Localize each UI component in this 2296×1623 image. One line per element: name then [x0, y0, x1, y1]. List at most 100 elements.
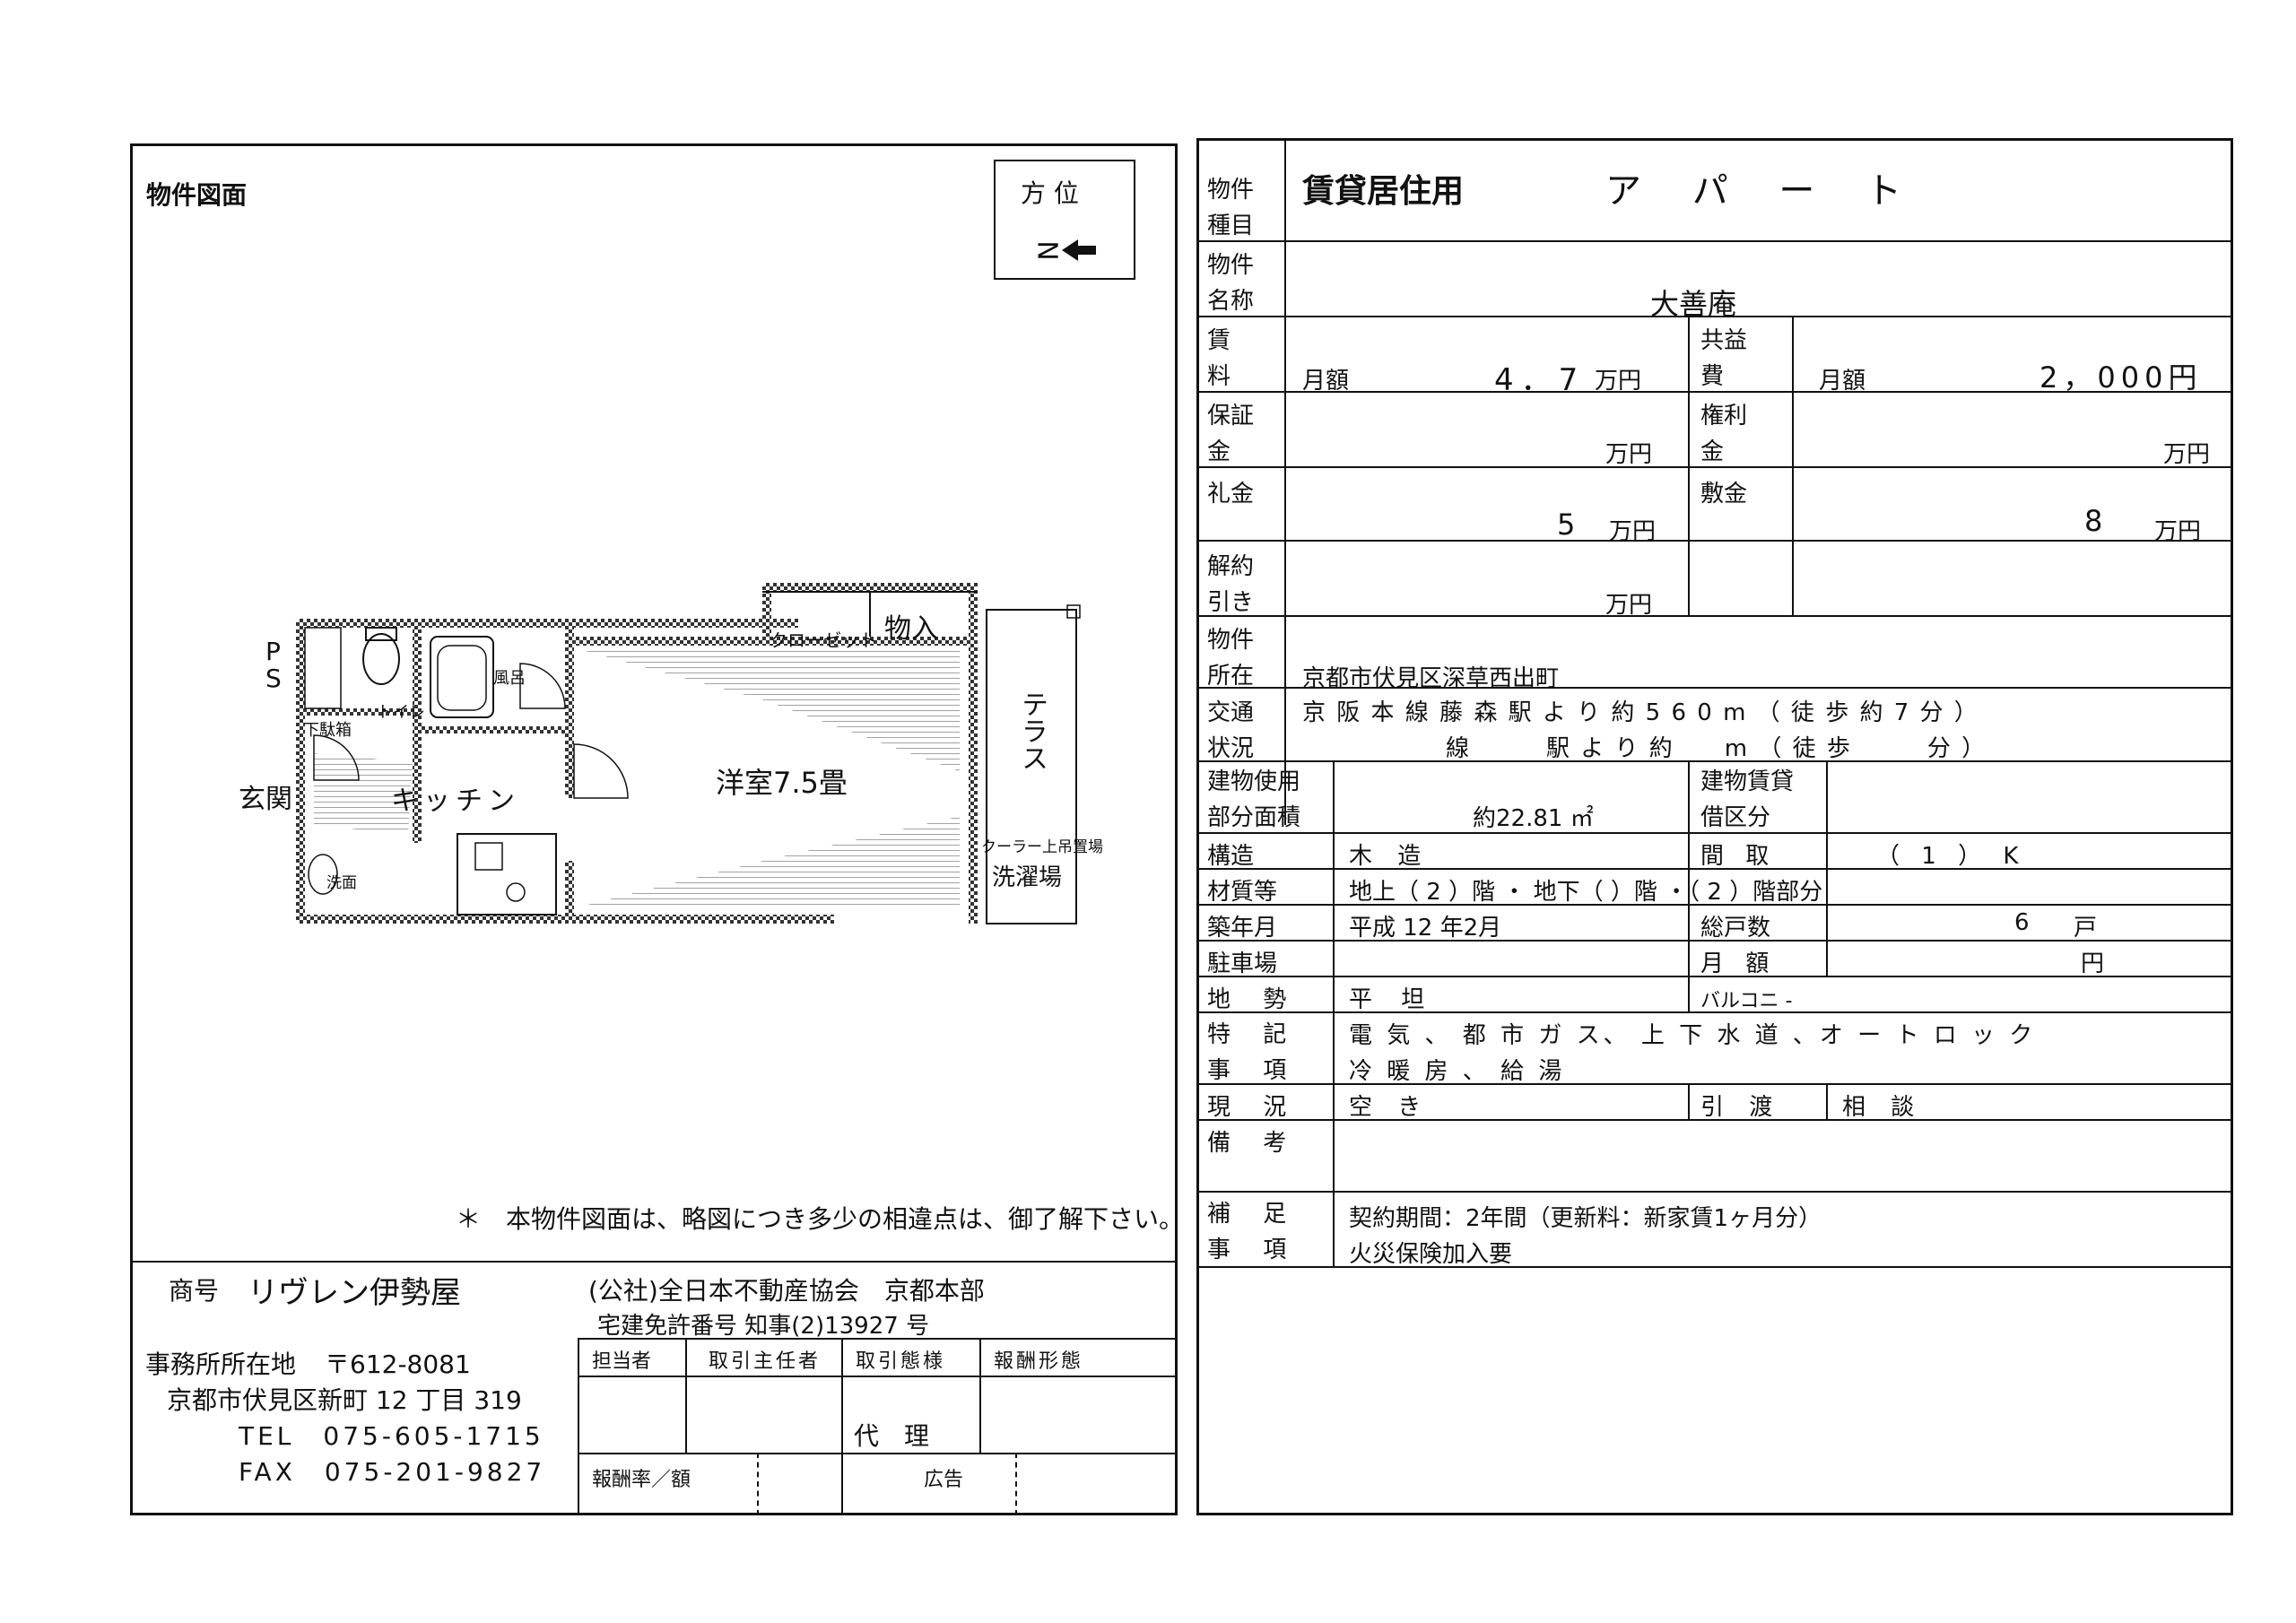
- col-fee: 報酬形態: [994, 1350, 1084, 1373]
- kaiyaku-label: 解約 引き: [1207, 553, 1255, 616]
- agent-table-line: [578, 1376, 1178, 1377]
- terrain-value: 平 坦: [1349, 986, 1436, 1013]
- office-label: 事務所所在地: [145, 1350, 297, 1379]
- status-value: 線 駅 よ り 約 m （ 徒 歩 分 ）: [1446, 735, 1987, 762]
- col-chief: 取引主任者: [709, 1350, 822, 1373]
- rent-prefix: 月額: [1302, 368, 1350, 395]
- status-label: 状況: [1207, 735, 1255, 762]
- built-value: 平成 12 年2月: [1349, 915, 1502, 942]
- agent-table-line: [1015, 1453, 1017, 1515]
- row-line: [1196, 976, 2233, 977]
- layout-label: 間 取: [1700, 843, 1777, 870]
- compass-box: [994, 160, 1135, 280]
- mode-value: 代 理: [854, 1421, 930, 1451]
- toilet-label: トイレ: [377, 703, 425, 722]
- layout-value: （ 1 ） K: [1876, 843, 2026, 870]
- col-line: [1688, 316, 1690, 617]
- structure-value: 木 造: [1349, 843, 1431, 870]
- row-line: [1196, 687, 2233, 689]
- tel: TEL 075-605-1715: [239, 1421, 544, 1451]
- col-line: [1688, 1083, 1690, 1119]
- row-line: [1196, 940, 2233, 942]
- compass-label: 方 位: [1021, 178, 1079, 208]
- key-money-unit: 万円: [2163, 441, 2211, 468]
- disclaimer: ＊ 本物件図面は、略図につき多少の相違点は、御了解下さい。: [456, 1204, 1185, 1234]
- row-line: [1196, 1011, 2233, 1013]
- floor-plan: [296, 583, 1081, 924]
- row-line: [1196, 760, 2233, 762]
- shoebox-label: 下駄箱: [303, 721, 352, 740]
- kitchen-label: キッチン: [391, 785, 520, 817]
- row-line: [1196, 868, 2233, 870]
- laundry-label: 洗濯場: [992, 864, 1063, 891]
- transport-value: 京 阪 本 線 藤 森 駅 よ り 約 5 6 0 m （ 徒 歩 約 7 分 …: [1302, 699, 1979, 726]
- agent-table-line: [685, 1338, 687, 1453]
- row-line: [1196, 1191, 2233, 1193]
- row-line: [1196, 832, 2233, 834]
- col-line: [1826, 1083, 1828, 1119]
- closet-label: クローゼット: [770, 629, 877, 651]
- agent-table-line: [979, 1338, 981, 1453]
- license: 宅建免許番号 知事(2)13927 号: [597, 1313, 930, 1340]
- monthly-unit: 円: [2081, 950, 2105, 977]
- shikikin-unit: 万円: [2154, 518, 2202, 545]
- built-label: 築年月: [1207, 915, 1278, 942]
- monthly-label: 月 額: [1700, 950, 1777, 977]
- reikin-unit: 万円: [1609, 518, 1657, 545]
- agent-table-line: [578, 1453, 1178, 1454]
- col-line: [1688, 760, 1690, 1011]
- units-label: 総戸数: [1700, 915, 1771, 942]
- type-value: 賃貸居住用: [1302, 173, 1465, 210]
- deposit-unit: 万円: [1605, 441, 1653, 468]
- kaiyaku-unit: 万円: [1605, 592, 1653, 619]
- supplementary-label: 補 足 事 項: [1207, 1201, 1300, 1263]
- material-label: 材質等: [1207, 879, 1278, 906]
- supplementary-value-1: 契約期間：2年間（更新料：新家賃1ヶ月分）: [1349, 1205, 1822, 1232]
- company-label: 商号: [169, 1276, 220, 1306]
- shikikin-label: 敷金: [1700, 481, 1748, 508]
- ac-label: クーラー上吊置場: [981, 838, 1103, 856]
- col-line: [1826, 760, 1828, 904]
- row-line: [1196, 1266, 2233, 1268]
- property-info-panel: [1196, 138, 2233, 1515]
- current-status-value: 空 き: [1349, 1094, 1431, 1121]
- association: (公社)全日本不動産協会 京都本部: [588, 1276, 985, 1306]
- balcony-label: バルコニ -: [1700, 990, 1793, 1012]
- company-name: リヴレン伊勢屋: [248, 1275, 461, 1311]
- compass-north-label: N: [1031, 240, 1063, 261]
- rent-unit: 万円: [1595, 368, 1642, 395]
- type-label: 物件 種目: [1207, 177, 1255, 239]
- col-line: [1333, 760, 1335, 1266]
- panel-title: 物件図面: [146, 180, 248, 210]
- col-line: [1284, 138, 1286, 825]
- shikikin-value: 8: [2084, 504, 2103, 538]
- terrain-label: 地 勢: [1207, 986, 1300, 1013]
- type-value-building: ア パ ー ト: [1605, 170, 1922, 212]
- office-address: 京都市伏見区新町 12 丁目 319: [167, 1385, 522, 1415]
- washroom-label: 洗面: [326, 874, 357, 892]
- special-label: 特 記 事 項: [1207, 1021, 1300, 1084]
- agent-table-line: [841, 1338, 843, 1515]
- row-line: [1196, 391, 2233, 393]
- compass-arrow-icon: [1062, 239, 1096, 261]
- row-line: [1196, 904, 2233, 906]
- row-line: [1196, 1119, 2233, 1121]
- storage-label: 物入: [884, 613, 938, 645]
- row-line: [1196, 540, 2233, 542]
- location-label: 物件 所在: [1207, 627, 1255, 690]
- ad-label: 広告: [924, 1469, 964, 1491]
- lease-type-label: 建物賃貸 借区分: [1700, 768, 1795, 831]
- agent-table: [578, 1338, 1178, 1515]
- common-fee-prefix: 月額: [1819, 368, 1866, 395]
- col-line: [1826, 904, 1828, 976]
- supplementary-value-2: 火災保険加入要: [1349, 1241, 1513, 1268]
- agent-table-line: [757, 1453, 759, 1515]
- rent-value: 4．7: [1494, 362, 1586, 398]
- fax: FAX 075-201-9827: [239, 1457, 546, 1487]
- rent-label: 賃 料: [1207, 327, 1231, 390]
- col-line: [1792, 316, 1794, 617]
- handover-label: 引 渡: [1700, 1094, 1782, 1121]
- divider: [130, 1261, 1178, 1263]
- area-label: 建物使用 部分面積: [1207, 768, 1301, 831]
- special-value-1: 電 気 、 都 市 ガ ス、 上 下 水 道 、オ ー ト ロ ッ ク: [1349, 1022, 2037, 1049]
